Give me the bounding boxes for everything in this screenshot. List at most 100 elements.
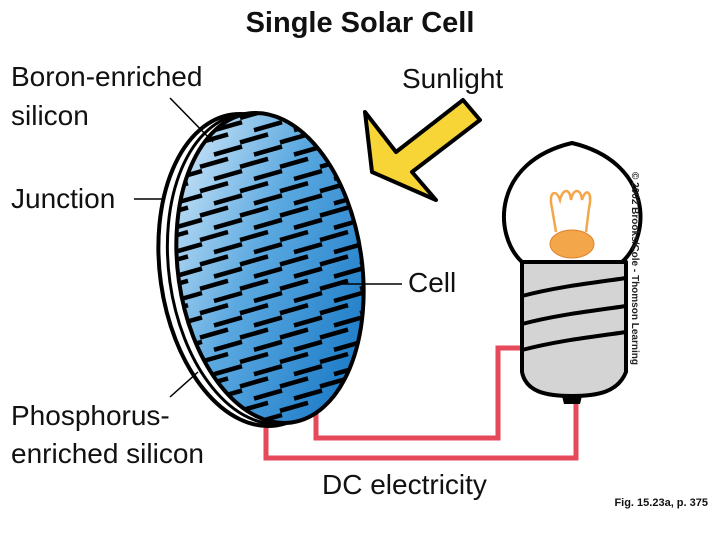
cell-grid-dash (157, 168, 163, 182)
cell-grid-dash (199, 254, 229, 267)
wire-lower (263, 400, 579, 461)
cell-grid-dash (359, 327, 383, 340)
cell-grid-dash (239, 254, 269, 267)
cell-grid-dash (293, 364, 323, 377)
cell-grid-dash (120, 208, 148, 216)
cell-grid-dash (253, 120, 283, 133)
cell-grid-dash (157, 144, 163, 157)
cell-grid-dash (279, 132, 309, 145)
cell-grid-dash (319, 107, 349, 121)
cell-grid-dash (293, 144, 323, 157)
cell-grid-dash (213, 120, 243, 133)
cell-grid-dash (120, 281, 148, 289)
cell-grid-dash (293, 242, 323, 255)
cell-grid-dash (120, 256, 148, 264)
cell-grid-dash (120, 110, 148, 118)
cell-grid-dash (213, 168, 243, 182)
figure-reference: Fig. 15.23a, p. 375 (614, 497, 708, 509)
cell-grid-dash (319, 278, 349, 291)
page-title: Single Solar Cell (245, 7, 475, 39)
cell-grid-dash (239, 229, 269, 243)
cell-grid-dash (239, 132, 269, 145)
cell-grid-dash (213, 290, 243, 304)
cell-grid-dash (293, 266, 323, 279)
label-dc-electricity: DC electricity (322, 469, 487, 500)
cell-grid-dash (253, 217, 283, 230)
cell-grid-dash (173, 388, 203, 401)
label-sunlight: Sunlight (402, 63, 504, 94)
cell-grid-dash (239, 278, 269, 291)
cell-grid-dash (373, 217, 383, 230)
bulb-thread-1 (521, 276, 627, 298)
cell-grid-dash (373, 364, 383, 377)
cell-grid-dash (319, 254, 349, 267)
cell-grid-dash (279, 229, 309, 243)
cell-grid-dash (293, 339, 323, 352)
cell-grid-dash (319, 351, 349, 365)
cell-grid-dash (120, 354, 148, 362)
cell-grid-dash (319, 327, 349, 340)
cell-grid-dash (319, 229, 349, 243)
cell-grid-dash (279, 254, 309, 267)
cell-grid-dash (120, 183, 148, 191)
cell-grid-dash (213, 217, 243, 230)
cell-grid-dash (173, 217, 203, 230)
cell-grid-dash (279, 156, 309, 169)
cell-grid-dash (253, 266, 283, 279)
cell-grid-dash (213, 144, 243, 157)
cell-grid-dash (293, 193, 323, 206)
cell-grid-dash (253, 339, 283, 352)
bulb-thread-3 (521, 330, 627, 352)
cell-grid-dash (199, 278, 229, 291)
cell-grid-dash (333, 339, 363, 352)
cell-grid-dash (253, 144, 283, 157)
cell-grid-dash (157, 290, 163, 304)
label-cell: Cell (408, 267, 457, 298)
cell-grid-dash (359, 205, 383, 218)
cell-grid-dash (253, 290, 283, 304)
cell-grid-dash (319, 376, 349, 389)
cell-grid-dash (373, 339, 383, 352)
cell-grid-dash (359, 376, 383, 389)
wire-upper (313, 345, 530, 441)
leader-boron (169, 97, 214, 143)
cell-grid-dash (373, 242, 383, 255)
bulb-thread-2 (521, 304, 627, 326)
cell-grid-dash (333, 144, 363, 157)
cell-grid-dash (213, 266, 243, 279)
cell-grid-dash (239, 181, 269, 194)
sunlight-arrow (363, 98, 482, 202)
bulb-filament (549, 189, 592, 233)
cell-grid-dash (199, 205, 229, 218)
cell-grid-dash (120, 232, 148, 240)
cell-grid-dash (279, 181, 309, 194)
cell-grid-dash (159, 132, 189, 145)
cell-grid-dash (239, 303, 269, 316)
cell-grid-dash (120, 305, 148, 313)
cell-grid-dash (319, 205, 349, 218)
cell-grid-dash (239, 156, 269, 169)
cell-grid-dash (279, 107, 309, 121)
label-boron-line2: silicon (11, 100, 89, 131)
cell-grid-dash (319, 303, 349, 316)
cell-grid-dash (173, 242, 203, 255)
cell-grid-dash (253, 193, 283, 206)
cell-grid-dash (239, 327, 269, 340)
bulb-glass (502, 141, 643, 264)
cell-grid-dash (279, 376, 309, 389)
cell-grid-dash (333, 266, 363, 279)
cell-grid-dash (359, 351, 383, 365)
cell-grid-dash (293, 120, 323, 133)
cell-grid-dash (157, 315, 163, 328)
cell-grid-dash (199, 303, 229, 316)
cell-grid-dash (253, 242, 283, 255)
cell-grid-dash (333, 290, 363, 304)
bulb-glow (549, 229, 595, 259)
cell-grid-dash (333, 120, 363, 133)
cell-grid-dash (213, 364, 243, 377)
cell-grid-dash (359, 254, 383, 267)
label-phosphorus-line2: enriched silicon (11, 438, 204, 469)
bulb-contact (562, 396, 582, 404)
